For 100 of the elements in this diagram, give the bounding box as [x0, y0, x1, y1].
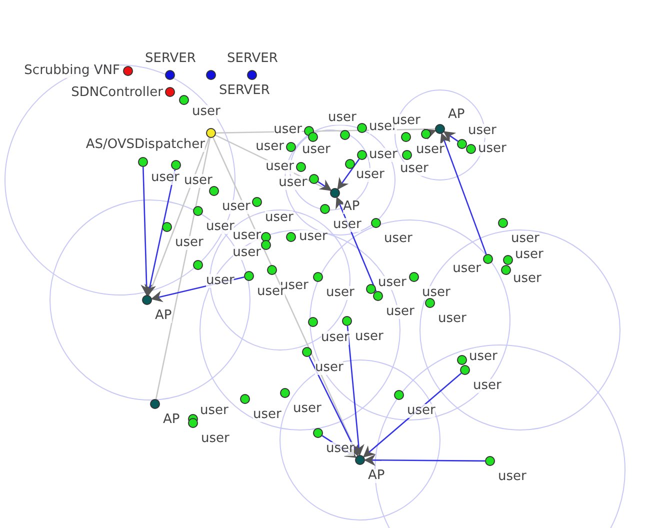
node-label: AP [368, 469, 385, 483]
access-point-dot [142, 295, 152, 305]
node-label: user [422, 286, 450, 300]
arrow [318, 180, 332, 191]
user-dot [286, 142, 296, 152]
user-dot [138, 157, 148, 167]
user-dot [304, 126, 314, 136]
user-dot [457, 139, 467, 149]
user-dot [466, 144, 476, 154]
user-dot [373, 291, 383, 301]
node-label: user [222, 200, 250, 214]
user-dot [498, 218, 508, 228]
node-label: user [468, 124, 496, 138]
user-dot [162, 222, 172, 232]
node-label: user [400, 162, 428, 176]
user-dot [313, 428, 323, 438]
arrow [364, 454, 485, 466]
user-dot [261, 232, 271, 242]
server-dot [206, 70, 216, 80]
user-dot [193, 206, 203, 216]
user-dot [366, 284, 376, 294]
user-dot [267, 265, 277, 275]
node-label: user [386, 305, 414, 319]
node-label: user [356, 168, 384, 182]
node-label: user [278, 176, 307, 190]
user-dot [394, 390, 404, 400]
user-dot [179, 95, 189, 105]
node-label: user [257, 285, 286, 299]
user-dot [402, 150, 412, 160]
node-label: user [407, 404, 436, 418]
node-label: user [333, 218, 362, 232]
dispatcher-dot [206, 128, 216, 138]
user-dot [240, 394, 250, 404]
node-label: user [315, 361, 344, 375]
node-label: AP [155, 309, 172, 323]
user-dot [313, 272, 323, 282]
user-dot [188, 418, 198, 428]
user-dot [244, 271, 254, 281]
arrow [140, 166, 152, 296]
node-label: AP [343, 200, 360, 214]
user-dot [501, 265, 511, 275]
arrow [346, 326, 364, 456]
arrow [440, 132, 487, 255]
user-dot [308, 317, 318, 327]
node-label: user [328, 111, 356, 125]
user-dot [460, 365, 470, 375]
arrow [443, 131, 458, 143]
user-dot [409, 272, 419, 282]
user-dot [485, 456, 495, 466]
node-label: user [151, 171, 180, 185]
user-dot [252, 197, 262, 207]
user-dot [286, 232, 296, 242]
user-dot [296, 162, 306, 172]
node-label: user [206, 220, 234, 234]
node-label: user [253, 408, 282, 422]
user-dot [193, 260, 203, 270]
user-dot [483, 254, 493, 264]
arrow [337, 158, 360, 190]
node-dot [165, 87, 175, 97]
node-label: user [175, 236, 204, 250]
user-dot [209, 186, 219, 196]
user-dot [457, 355, 467, 365]
user-dot [357, 150, 367, 160]
node-label: user [184, 174, 212, 188]
node-label: user [378, 276, 406, 290]
access-point-dot [150, 399, 160, 409]
node-label: user [326, 286, 354, 300]
access-point-dot [435, 124, 445, 134]
node-label: user [192, 105, 220, 119]
access-point-dot [330, 188, 340, 198]
user-dot [302, 347, 312, 357]
access-point-dot [355, 455, 365, 465]
node-dot [123, 66, 133, 76]
server-dot [165, 70, 175, 80]
user-dot [421, 129, 431, 139]
server-dot [247, 70, 257, 80]
node-label: user [369, 148, 398, 162]
node-label: user [232, 229, 261, 243]
node-label: Scrubbing VNF [24, 64, 120, 78]
node-label: user [206, 274, 234, 288]
node-label: user [266, 160, 294, 174]
node-label: user [473, 379, 502, 393]
user-dot [261, 240, 271, 250]
user-dot [340, 130, 350, 140]
user-dot [280, 388, 290, 398]
user-dot [342, 316, 352, 326]
arrow [423, 128, 436, 140]
user-dot [320, 204, 330, 214]
user-dot [345, 159, 355, 169]
node-label: user [321, 331, 350, 345]
user-dot [357, 123, 367, 133]
node-label: user [478, 142, 506, 156]
user-dot [371, 218, 381, 228]
arrow [308, 356, 358, 457]
node-label: user [232, 246, 261, 260]
user-dot [309, 174, 319, 184]
user-dot [171, 160, 181, 170]
arrow [144, 170, 176, 296]
user-dot [401, 132, 411, 142]
node-label: AS/OVSDispatcher [86, 138, 205, 152]
